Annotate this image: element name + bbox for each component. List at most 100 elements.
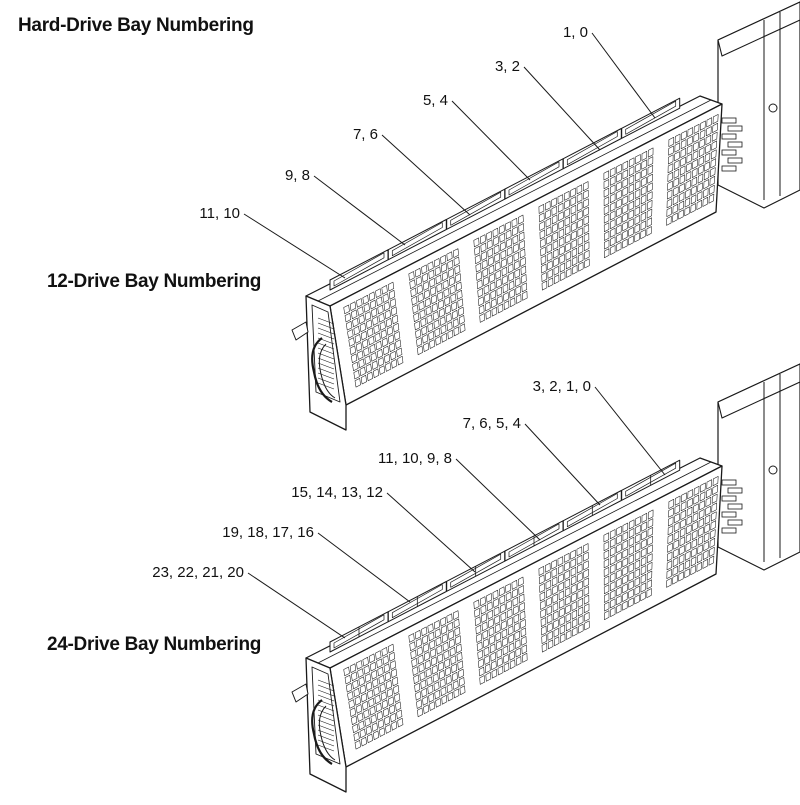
vent-hole xyxy=(519,240,525,250)
vent-hole xyxy=(704,161,710,172)
vent-hole xyxy=(438,308,445,318)
vent-hole xyxy=(583,215,589,226)
vent-hole xyxy=(452,680,459,690)
vent-hole xyxy=(507,263,514,274)
vent-hole xyxy=(544,200,551,211)
vent-hole xyxy=(486,593,493,603)
vent-hole xyxy=(708,193,715,204)
vent-hole xyxy=(666,569,672,579)
vent-hole xyxy=(679,165,686,176)
twentyfour-leader-line xyxy=(455,458,541,541)
vent-hole xyxy=(577,218,583,229)
vent-hole xyxy=(546,243,553,254)
vent-hole xyxy=(483,276,489,286)
vent-hole xyxy=(495,278,502,288)
vent-hole xyxy=(674,504,681,515)
vent-hole xyxy=(372,316,379,326)
vent-hole xyxy=(571,592,577,603)
vent-hole xyxy=(377,666,384,677)
vent-hole xyxy=(610,245,616,255)
vent-hole xyxy=(553,627,560,638)
vent-hole xyxy=(478,666,485,677)
vent-hole xyxy=(571,609,578,620)
vent-hole xyxy=(634,577,640,587)
vent-hole xyxy=(395,339,402,349)
vent-hole xyxy=(379,727,386,737)
vent-hole xyxy=(494,253,500,263)
vent-hole xyxy=(386,326,393,336)
vent-hole xyxy=(390,350,397,361)
vent-hole xyxy=(616,552,622,562)
vent-hole xyxy=(704,514,711,525)
vent-hole xyxy=(553,610,559,621)
vent-hole xyxy=(684,559,691,570)
vent-hole xyxy=(520,265,527,276)
vent-hole xyxy=(435,698,442,708)
vent-hole xyxy=(622,195,628,206)
vent-hole xyxy=(603,179,610,189)
vent-hole xyxy=(506,246,513,257)
vent-hole xyxy=(378,675,385,685)
vent-hole xyxy=(565,242,571,253)
vent-hole xyxy=(498,586,505,597)
vent-hole xyxy=(603,196,610,207)
vent-hole xyxy=(693,123,700,134)
vent-hole xyxy=(437,291,444,301)
vent-hole xyxy=(576,555,583,565)
vent-hole xyxy=(690,194,697,205)
vent-hole xyxy=(418,663,425,673)
vent-hole xyxy=(616,190,622,200)
vent-hole xyxy=(519,248,526,259)
vent-hole xyxy=(603,549,610,560)
vent-hole xyxy=(564,208,570,218)
vent-hole xyxy=(383,663,390,673)
rear-connector xyxy=(721,149,737,156)
vent-hole xyxy=(647,200,653,210)
vent-hole xyxy=(583,181,589,191)
vent-hole xyxy=(381,337,388,347)
vent-hole xyxy=(603,222,610,233)
vent-hole xyxy=(693,132,699,143)
vent-hole xyxy=(512,596,519,607)
vent-hole xyxy=(454,265,461,275)
vent-hole xyxy=(431,302,438,313)
vent-hole xyxy=(622,204,628,214)
vent-hole xyxy=(436,283,443,293)
vent-hole xyxy=(696,562,702,572)
vent-hole xyxy=(696,200,702,210)
vent-hole xyxy=(547,631,553,641)
vent-hole xyxy=(610,572,616,583)
vent-hole xyxy=(603,170,610,181)
vent-hole xyxy=(344,674,352,685)
vent-hole xyxy=(547,269,553,279)
vent-hole xyxy=(692,521,698,532)
vent-hole xyxy=(622,212,628,223)
vent-hole xyxy=(390,712,397,723)
vent-hole xyxy=(604,231,610,241)
vent-hole xyxy=(685,171,692,182)
vent-hole xyxy=(478,304,485,315)
vent-hole xyxy=(514,260,520,270)
vent-hole xyxy=(521,644,528,655)
vent-hole xyxy=(445,304,451,315)
vent-hole xyxy=(578,623,584,634)
vent-hole xyxy=(433,620,440,630)
vent-hole xyxy=(367,689,374,700)
vent-hole xyxy=(376,349,383,359)
vent-hole xyxy=(679,545,685,556)
vent-hole xyxy=(358,720,365,730)
vent-hole xyxy=(552,585,558,595)
vent-hole xyxy=(577,236,584,246)
main-title: Hard-Drive Bay Numbering xyxy=(18,15,254,36)
vent-hole xyxy=(577,606,584,617)
vent-hole xyxy=(388,334,395,344)
vent-hole xyxy=(680,156,686,167)
vent-hole xyxy=(479,313,486,323)
drive-tray-slot xyxy=(508,161,560,196)
vent-hole xyxy=(356,298,363,308)
vent-hole xyxy=(431,656,437,667)
vent-hole xyxy=(628,183,635,194)
vent-hole xyxy=(413,312,420,322)
vent-hole xyxy=(628,174,635,185)
